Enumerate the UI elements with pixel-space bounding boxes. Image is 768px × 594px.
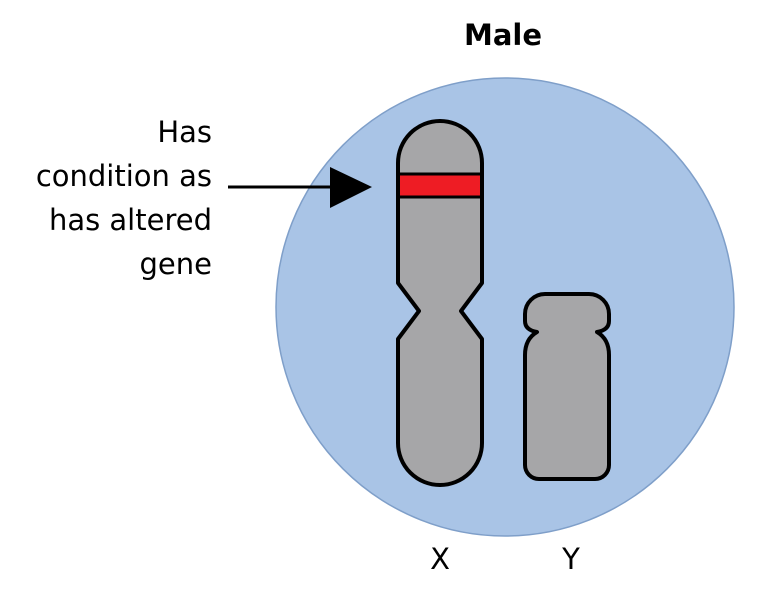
x-chromosome (396, 119, 484, 487)
y-chromosome (523, 292, 611, 481)
annotation-line: has altered (48, 203, 212, 237)
annotation-line: Has (157, 115, 212, 149)
altered-gene-band (400, 175, 480, 197)
x-chromosome-label: X (430, 542, 450, 576)
arrow-head-icon (330, 167, 372, 208)
annotation-line: gene (139, 247, 212, 281)
y-chromosome-label: Y (562, 542, 580, 576)
diagram-title: Male (463, 18, 543, 52)
annotation-text: Has condition as has altered gene (0, 110, 212, 286)
cell (275, 77, 735, 537)
annotation-line: condition as (35, 159, 212, 193)
